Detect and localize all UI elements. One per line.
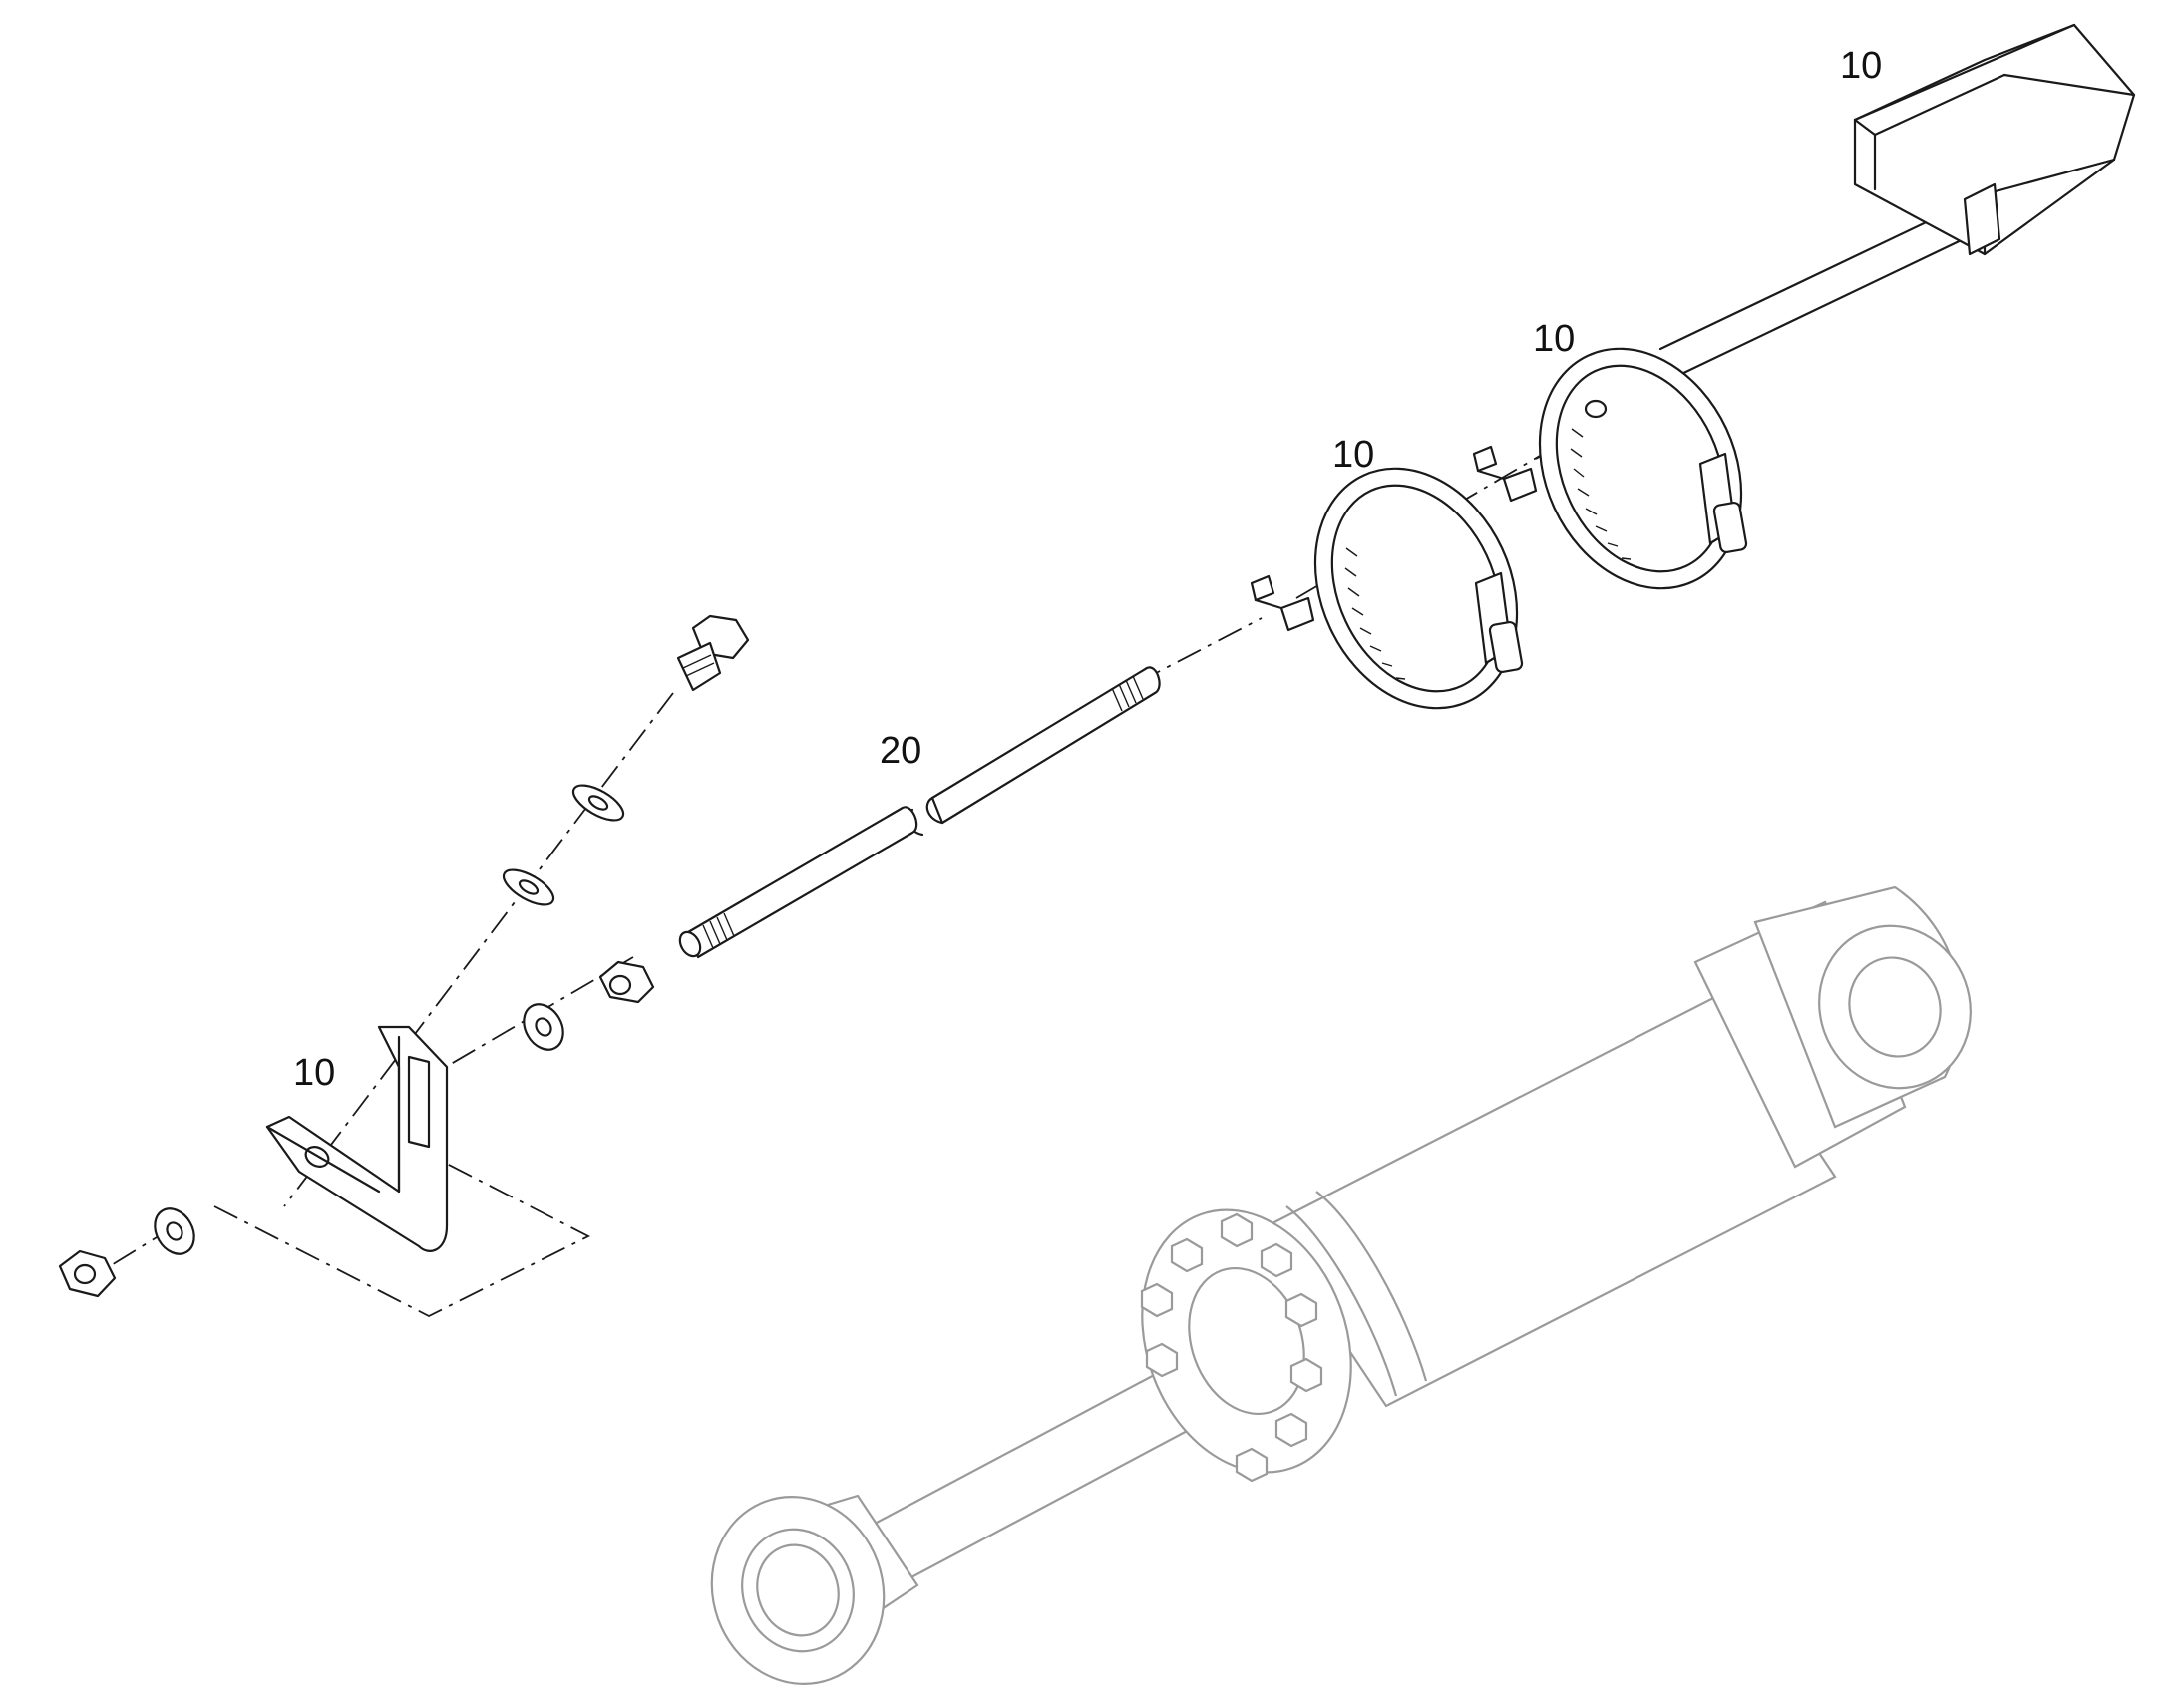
flange-bolts xyxy=(1140,1212,1323,1483)
callout-hose-clamp-lower: 10 xyxy=(1332,434,1374,476)
hex-nut-bracket[interactable] xyxy=(58,1249,117,1298)
protective-cover[interactable] xyxy=(1658,23,2136,379)
hydraulic-cylinder-ghost xyxy=(710,885,1972,1685)
hose-clamp-lower[interactable] xyxy=(1277,436,1555,742)
retaining-clip-lower[interactable] xyxy=(1250,574,1315,632)
callout-protective-cover: 10 xyxy=(1840,45,1882,87)
hex-bolt[interactable] xyxy=(676,614,750,692)
hex-nut-rod[interactable] xyxy=(598,960,655,1004)
washer-bracket[interactable] xyxy=(147,1201,201,1261)
washer-rod[interactable] xyxy=(516,997,570,1057)
mounting-bracket[interactable] xyxy=(265,1025,449,1252)
hose-clamp-upper[interactable] xyxy=(1502,316,1779,622)
lock-washer-lower[interactable] xyxy=(499,863,558,912)
lock-washer-upper[interactable] xyxy=(568,779,628,828)
callout-mounting-bracket: 10 xyxy=(293,1052,335,1094)
callout-hose-clamp-upper: 10 xyxy=(1533,318,1575,360)
threaded-rod[interactable] xyxy=(676,666,1161,959)
callout-threaded-rod: 20 xyxy=(880,730,921,772)
retaining-clip-upper[interactable] xyxy=(1472,445,1538,503)
